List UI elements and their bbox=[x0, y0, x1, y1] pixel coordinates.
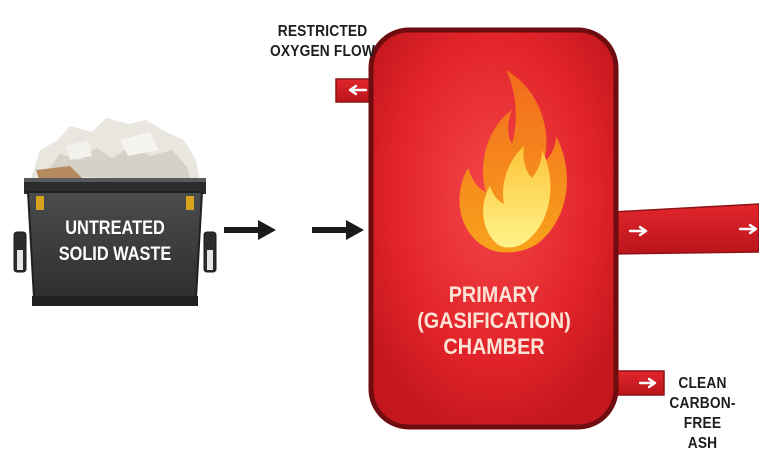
oxygen-label-line-2: OXYGEN FLOW bbox=[270, 43, 376, 60]
arrow-right-icon bbox=[258, 220, 276, 240]
ash-label-line-2: CARBON-FREE bbox=[669, 395, 736, 432]
chamber-label-line-1: PRIMARY bbox=[448, 282, 540, 307]
flow-arrow-1 bbox=[224, 220, 276, 240]
waste-label-line-1: UNTREATED bbox=[65, 218, 165, 239]
chamber-label-line-2: (GASIFICATION) bbox=[417, 308, 571, 333]
waste-label: UNTREATED SOLID WASTE bbox=[42, 216, 188, 268]
oxygen-flow-arrow-icon bbox=[348, 84, 368, 96]
dumpster-icon bbox=[13, 118, 217, 306]
arrow-right-icon bbox=[346, 220, 364, 240]
oxygen-label-line-1: RESTRICTED bbox=[277, 23, 368, 40]
gas-outlet-pipe bbox=[611, 203, 759, 255]
flow-arrow-2 bbox=[312, 220, 364, 240]
waste-label-line-2: SOLID WASTE bbox=[58, 244, 172, 265]
outlet-flow-arrow-icon bbox=[628, 225, 648, 237]
ash-flow-arrow-icon bbox=[638, 377, 657, 389]
ash-label-line-3: ASH bbox=[687, 435, 718, 452]
flame-icon bbox=[459, 70, 567, 253]
ash-label: CLEAN CARBON-FREE ASH bbox=[654, 374, 751, 454]
chamber-label-line-3: CHAMBER bbox=[443, 334, 545, 359]
oxygen-flow-label: RESTRICTED OXYGEN FLOW bbox=[270, 22, 375, 62]
chamber-label: PRIMARY (GASIFICATION) CHAMBER bbox=[390, 282, 599, 360]
outlet-flow-arrow-icon bbox=[738, 223, 758, 235]
ash-label-line-1: CLEAN bbox=[678, 375, 727, 392]
